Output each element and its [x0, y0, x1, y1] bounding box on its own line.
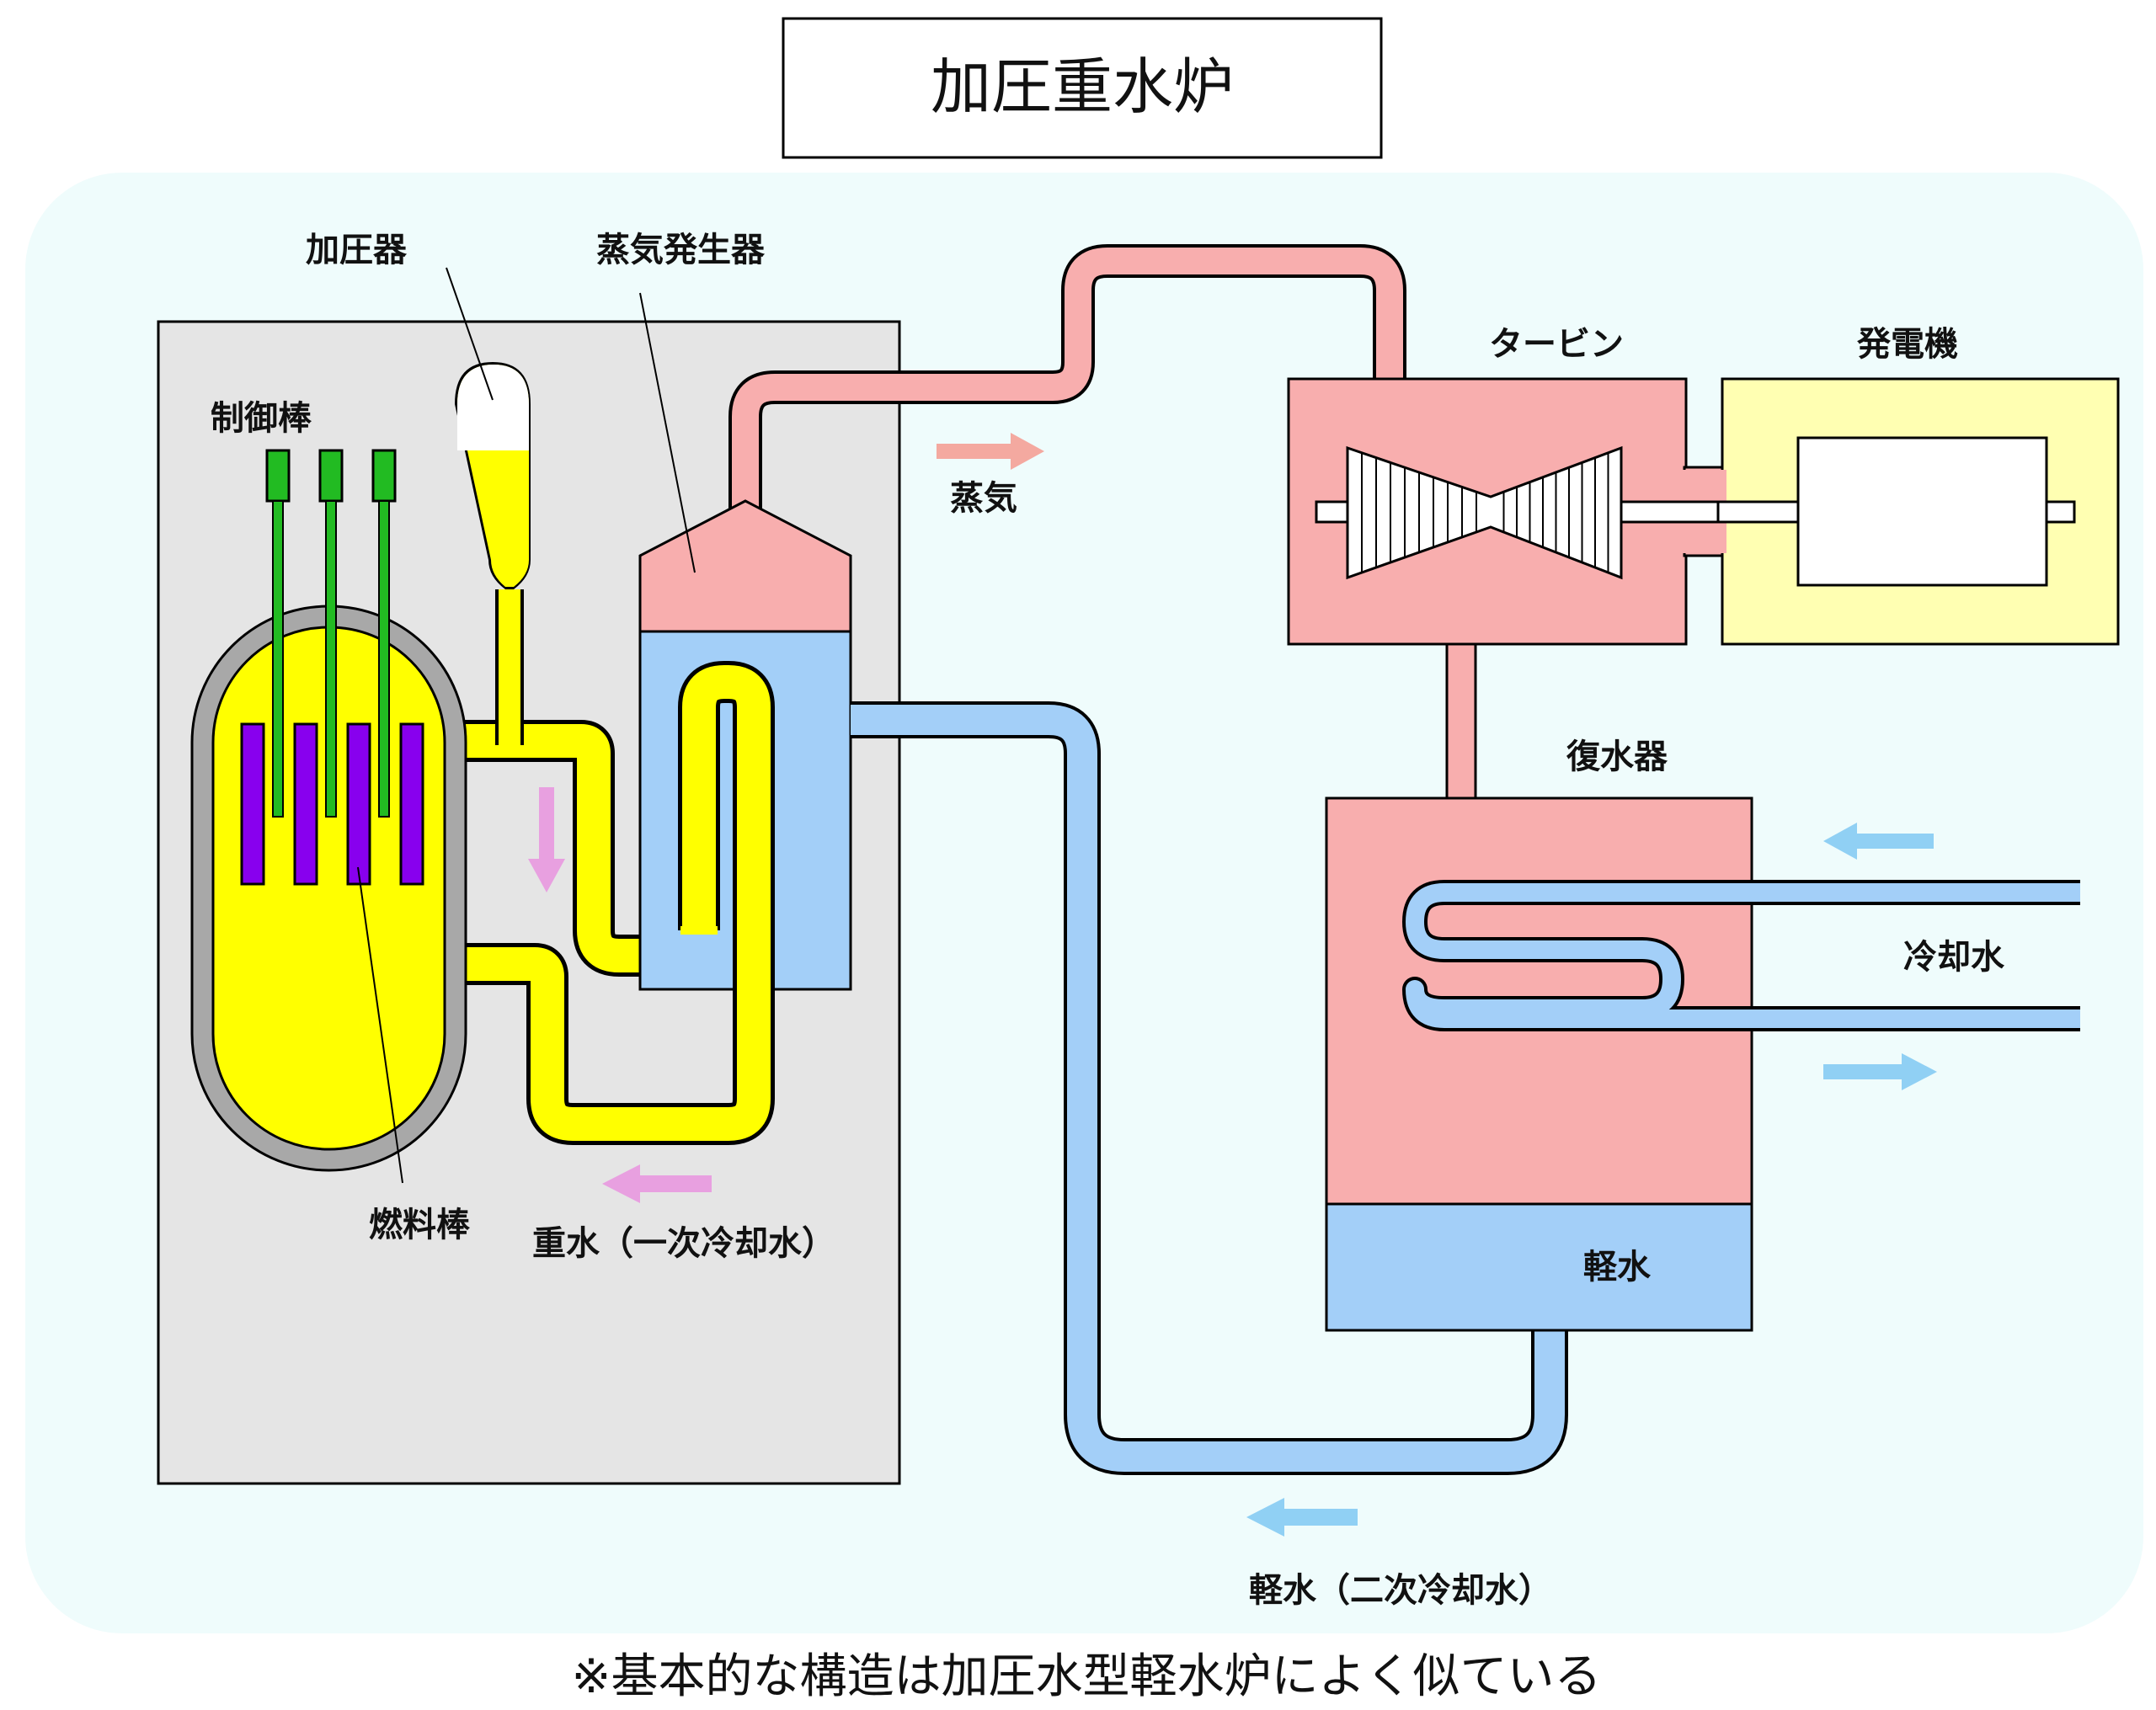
cooling-water-out-arrow: [1823, 1053, 1937, 1090]
control-rod-shaft: [272, 500, 284, 818]
pressurizer: [455, 362, 531, 745]
secondary-water-loop: [851, 701, 1568, 1475]
turbine-blades: [1361, 452, 1609, 573]
steam-generator-label: 蒸気発生器: [596, 231, 766, 269]
fuel-rod: [240, 722, 265, 886]
steam-generator-dome: [638, 499, 852, 633]
fuel-rod: [293, 722, 318, 886]
control-rod-head: [371, 449, 397, 503]
control-rod-head: [265, 449, 291, 503]
fuel-rod: [346, 722, 371, 886]
condenser: [1325, 796, 1753, 1332]
cooling-water-in-arrow: [1823, 823, 1934, 860]
control-rods: [265, 449, 397, 818]
pressurizer-leader: [446, 267, 494, 401]
condenser-label: 復水器: [1566, 738, 1668, 776]
heavy-water-left-arrow: [602, 1164, 712, 1203]
control-rod-head: [318, 449, 344, 503]
exhaust-pipe: [1445, 638, 1477, 803]
control-rod-shaft: [378, 500, 390, 818]
leader-lines: [357, 267, 696, 1184]
fuel-rods: [240, 722, 424, 886]
fuel-rod: [399, 722, 424, 886]
condenser-hotwell: [1325, 1202, 1753, 1332]
pressurizer-steam-space: [457, 365, 529, 450]
footnote: ※基本的な構造は加圧水型軽水炉によく似ている: [572, 1649, 1602, 1704]
cooling-water-coil: [1402, 880, 2080, 1031]
light-water-label: 軽水: [1583, 1248, 1652, 1286]
control-rod-shaft: [325, 500, 337, 818]
steam-line: [728, 244, 1406, 514]
pressurizer-label: 加圧器: [306, 231, 408, 269]
generator: [1716, 377, 2120, 646]
control-rods-label: 制御棒: [211, 399, 312, 438]
heavy-water-primary-label: 重水（一次冷却水）: [532, 1224, 835, 1263]
light-water-left-arrow: [1246, 1498, 1358, 1537]
turbine-rotor: [1346, 445, 1623, 580]
generator-body: [1796, 436, 2048, 587]
cooling-water-label: 冷却水: [1903, 938, 2005, 977]
steam-right-arrow: [937, 433, 1044, 470]
turbine-label: タービン: [1489, 325, 1624, 364]
fuel-rods-label: 燃料棒: [369, 1206, 471, 1244]
title: 加圧重水炉: [931, 51, 1234, 122]
steam-generator: [638, 499, 852, 992]
title-box: [782, 17, 1383, 159]
steam-label: 蒸気: [950, 479, 1017, 518]
generator-label: 発電機: [1857, 325, 1958, 364]
steam-generator-leader: [639, 292, 696, 573]
heavy-water-down-arrow: [528, 787, 565, 892]
light-water-secondary-label: 軽水（二次冷却水）: [1249, 1571, 1552, 1610]
fuel-rod-leader: [357, 866, 403, 1184]
flow-arrows: [528, 433, 1937, 1537]
